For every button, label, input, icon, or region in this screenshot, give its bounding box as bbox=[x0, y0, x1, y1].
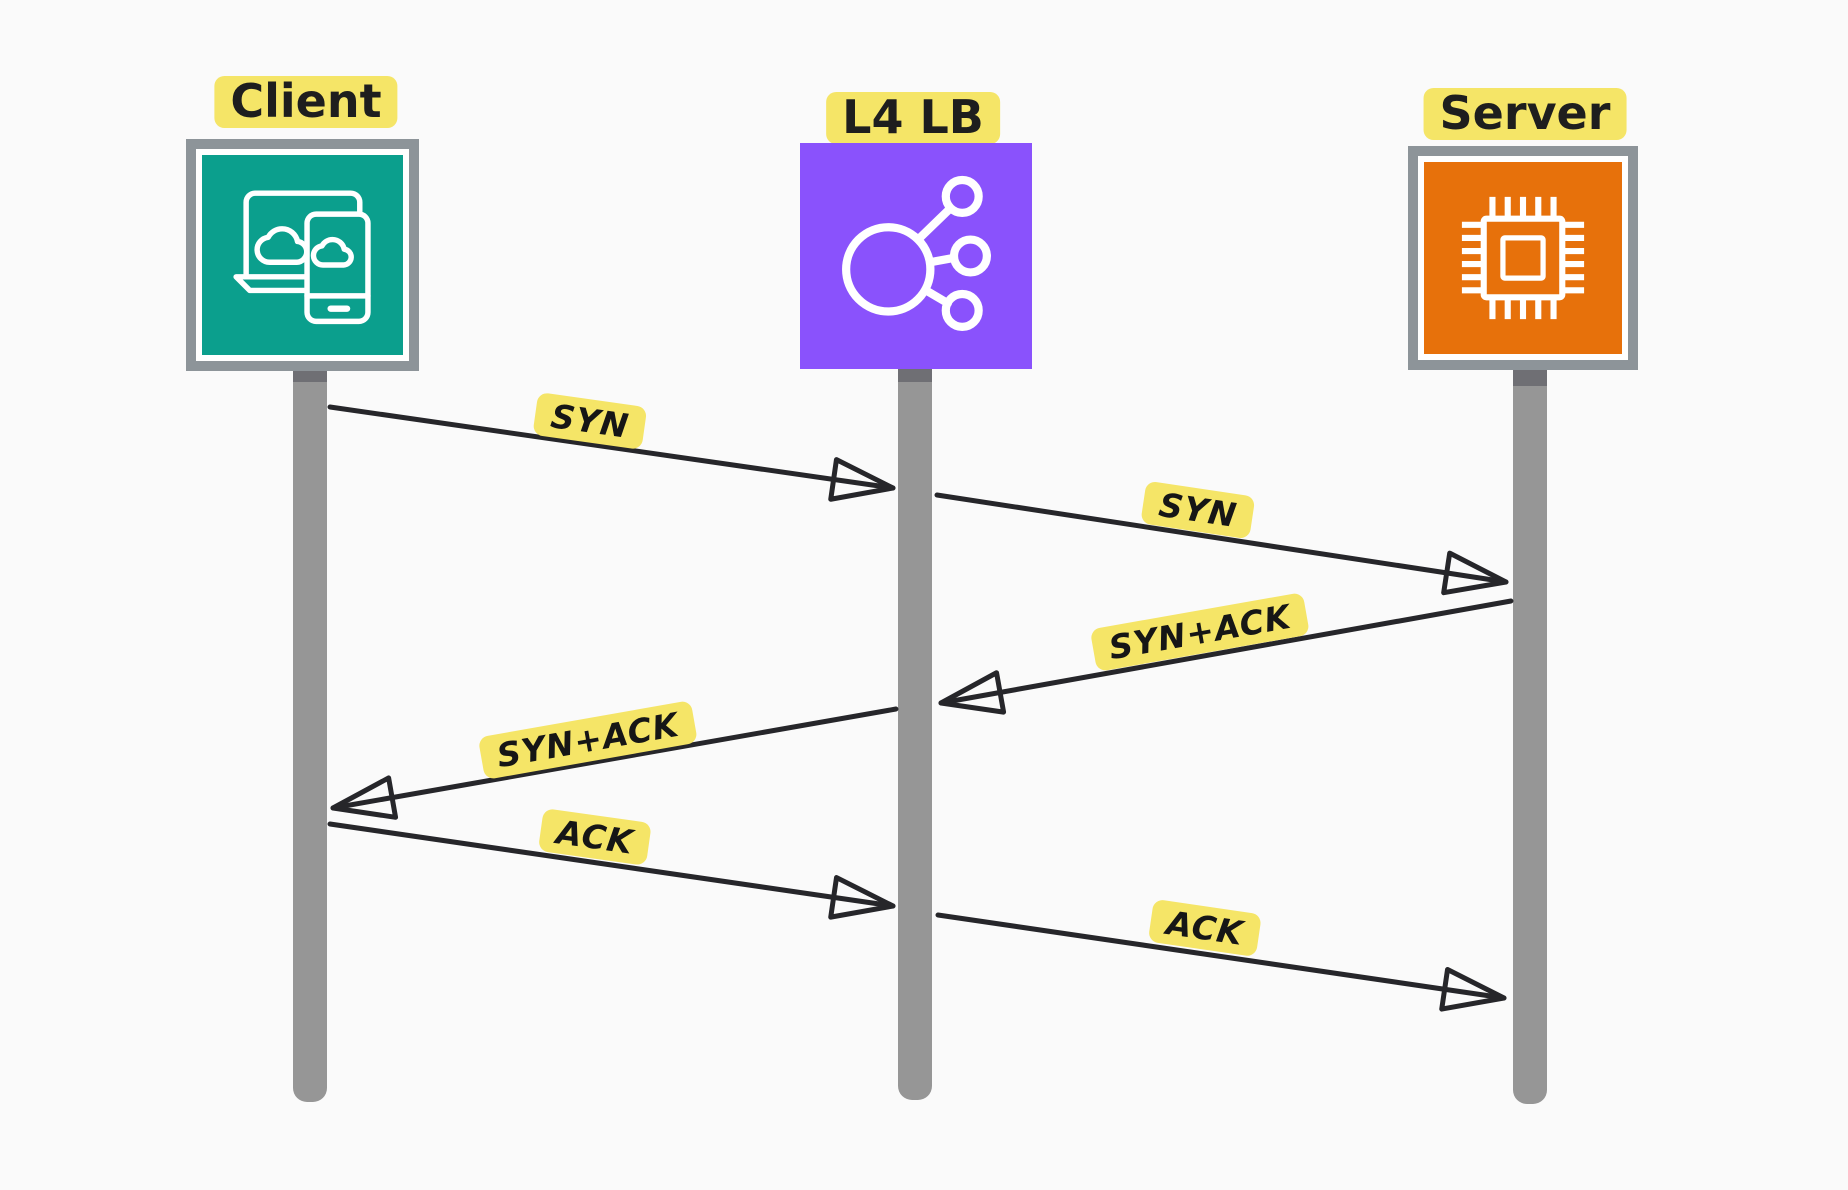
message-label-synack-1: SYN+ACK bbox=[1089, 592, 1311, 672]
lifeline-server bbox=[1513, 356, 1547, 1104]
actor-client-box bbox=[186, 139, 419, 371]
client-devices-icon bbox=[233, 190, 371, 325]
message-label-syn-1: SYN bbox=[532, 392, 648, 450]
actor-server-box bbox=[1408, 146, 1638, 370]
actor-label-l4lb: L4 LB bbox=[826, 92, 1000, 144]
actor-l4lb-box bbox=[800, 143, 1032, 369]
message-label-ack-1: ACK bbox=[537, 808, 653, 866]
actor-label-client: Client bbox=[214, 76, 398, 128]
lifeline-l4lb bbox=[898, 352, 932, 1100]
actor-label-server: Server bbox=[1423, 88, 1627, 140]
lifeline-client bbox=[293, 352, 327, 1102]
message-label-syn-2: SYN bbox=[1140, 480, 1256, 540]
cpu-chip-icon bbox=[1461, 196, 1585, 320]
load-balancer-icon bbox=[842, 175, 991, 331]
message-label-synack-2: SYN+ACK bbox=[477, 700, 699, 780]
message-label-ack-2: ACK bbox=[1147, 898, 1263, 958]
